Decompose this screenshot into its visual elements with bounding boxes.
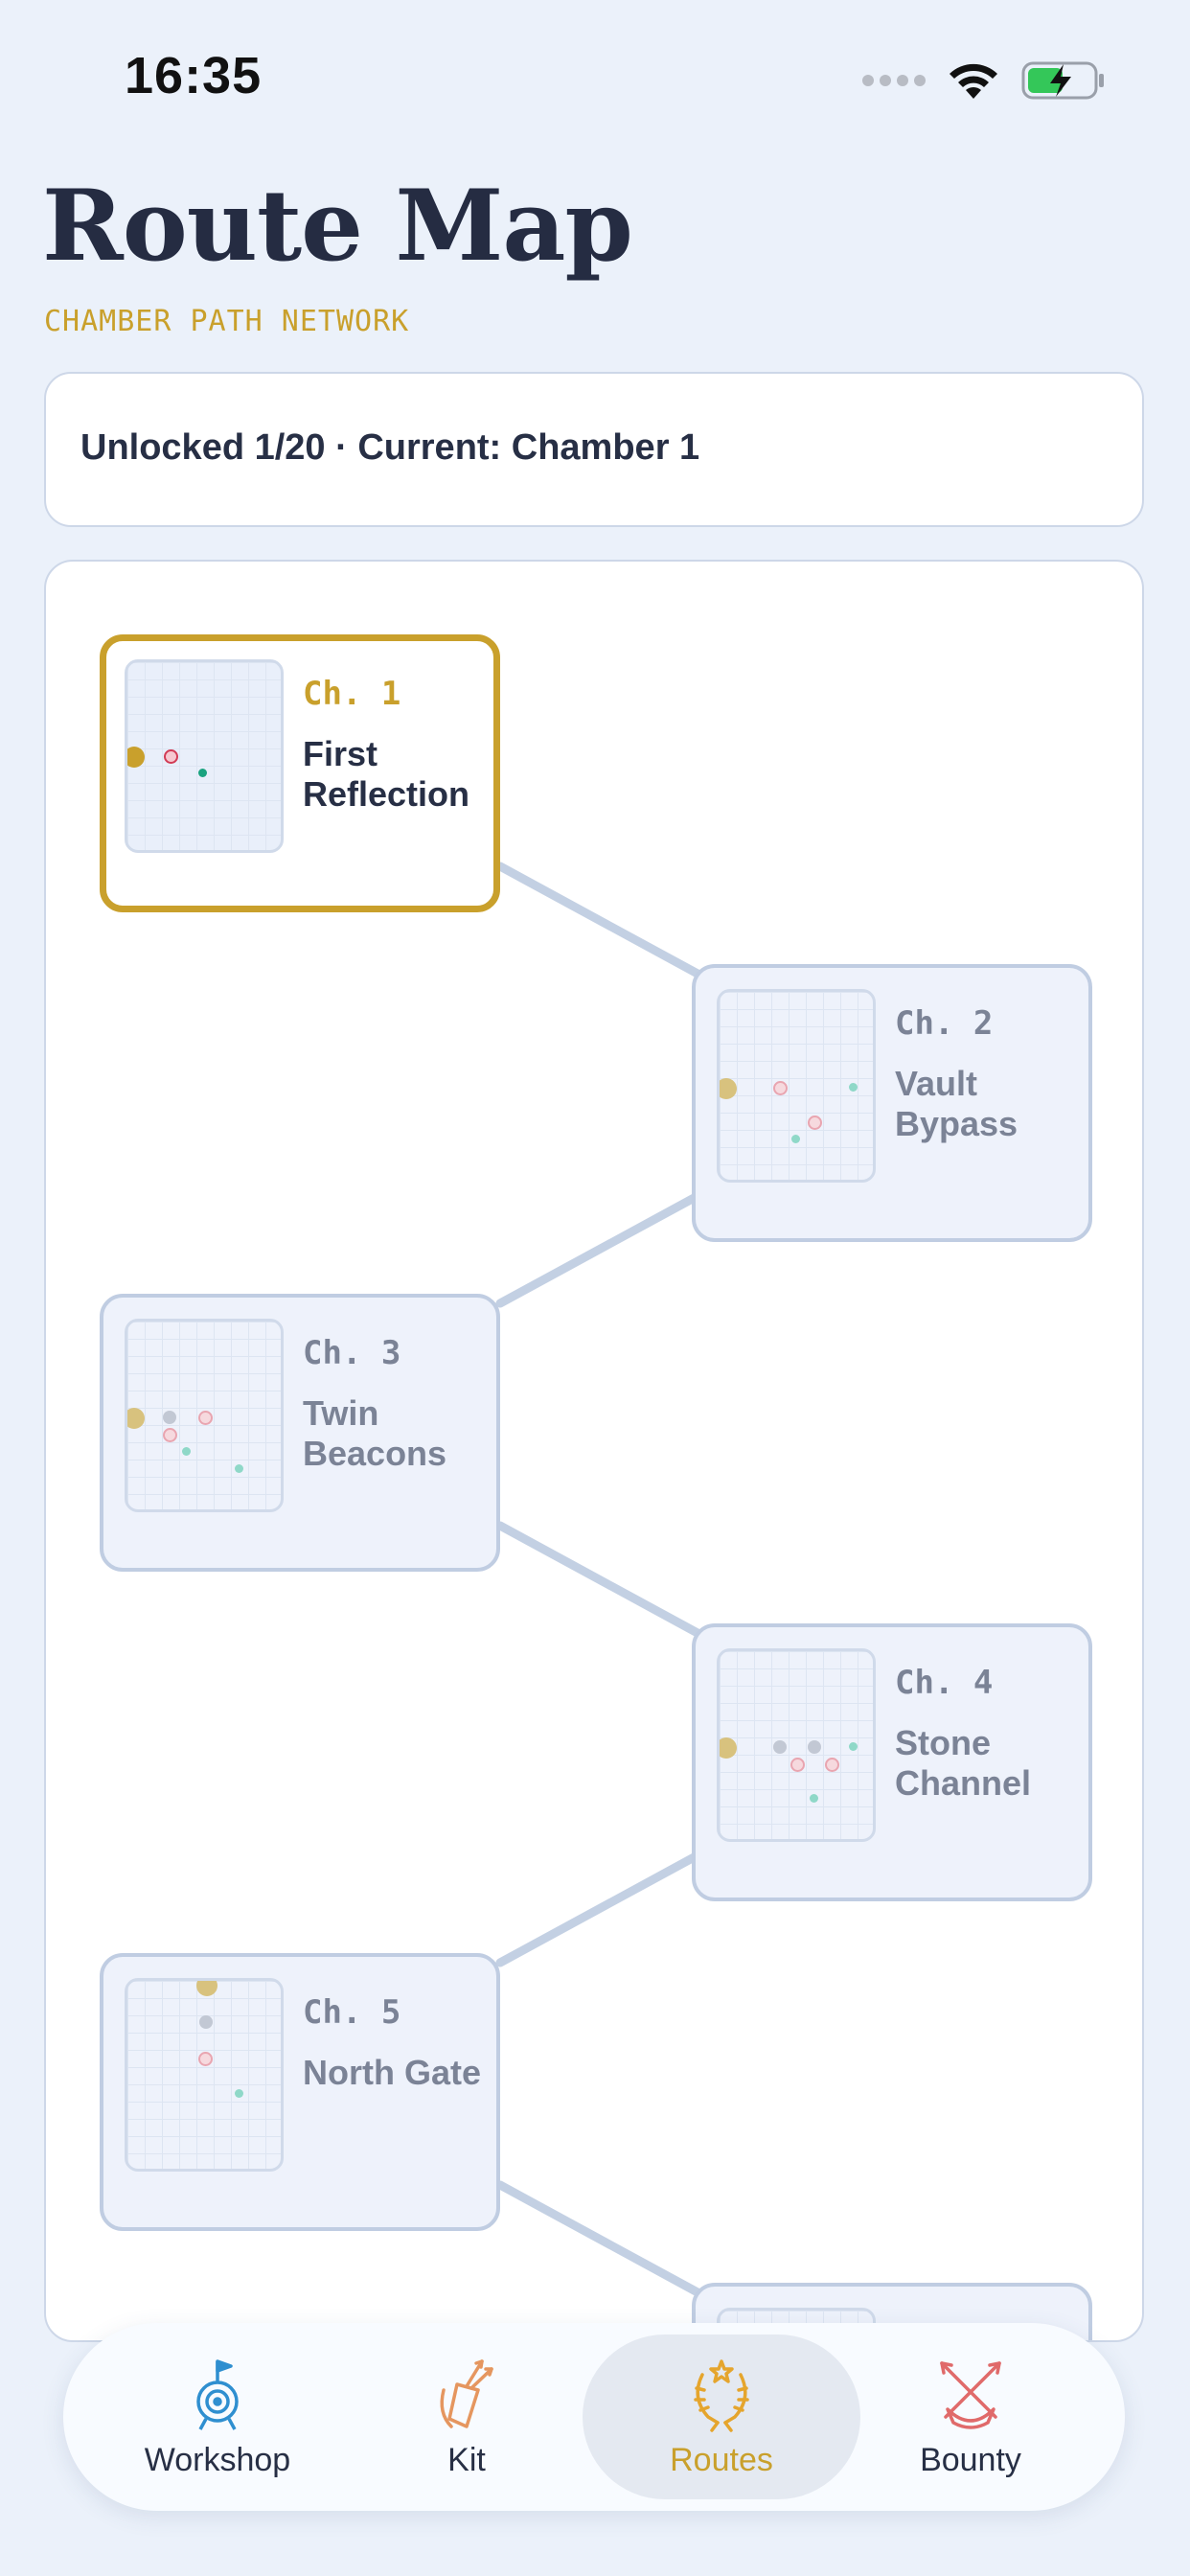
- crossed-arrows-icon: [940, 2361, 1001, 2429]
- battery-charging-icon: [1021, 61, 1104, 100]
- page-title: Route Map: [42, 169, 633, 284]
- tab-label: Routes: [670, 2442, 773, 2478]
- page-subtitle: CHAMBER PATH NETWORK: [44, 305, 410, 338]
- chapter-number: Ch. 2: [895, 1004, 994, 1043]
- route-map-card[interactable]: Ch. 1 First Reflection Ch. 2 Vault Bypas…: [44, 560, 1144, 2342]
- chapter-thumbnail: [717, 1648, 876, 1842]
- chapter-number: Ch. 1: [303, 675, 401, 713]
- chapter-number: Ch. 4: [895, 1664, 994, 1702]
- tab-label: Bounty: [920, 2442, 1021, 2478]
- chapter-card-5[interactable]: Ch. 5 North Gate: [100, 1953, 500, 2231]
- laurel-icon: [694, 2359, 749, 2432]
- chapter-thumbnail: [125, 1319, 284, 1512]
- chapter-card-2[interactable]: Ch. 2 Vault Bypass: [692, 964, 1092, 1242]
- status-time: 16:35: [125, 47, 263, 104]
- tab-bounty[interactable]: Bounty: [832, 2334, 1110, 2499]
- chapter-card-4[interactable]: Ch. 4 Stone Channel: [692, 1623, 1092, 1901]
- chapter-name: Stone Channel: [895, 1723, 1032, 1803]
- chapter-name: First Reflection: [303, 734, 470, 814]
- target-flag-icon: [196, 2359, 239, 2430]
- tab-bar: Workshop Kit Routes: [63, 2323, 1125, 2511]
- chapter-thumbnail: [125, 1978, 284, 2172]
- tab-label: Kit: [447, 2442, 486, 2478]
- quiver-icon: [440, 2359, 493, 2428]
- tab-workshop[interactable]: Workshop: [79, 2334, 356, 2499]
- chapter-thumbnail: [125, 659, 284, 853]
- chapter-card-3[interactable]: Ch. 3 Twin Beacons: [100, 1294, 500, 1572]
- wifi-icon: [950, 63, 997, 99]
- chapter-name: North Gate: [303, 2053, 482, 2092]
- progress-summary-text: Unlocked 1/20 · Current: Chamber 1: [80, 427, 700, 468]
- tab-routes[interactable]: Routes: [583, 2334, 860, 2499]
- chapter-thumbnail: [717, 989, 876, 1183]
- tab-label: Workshop: [144, 2442, 291, 2478]
- chapter-name: Twin Beacons: [303, 1393, 447, 1473]
- route-connectors: [495, 862, 702, 2297]
- chapter-card-1[interactable]: Ch. 1 First Reflection: [100, 634, 500, 912]
- progress-summary-card: Unlocked 1/20 · Current: Chamber 1: [44, 372, 1144, 527]
- status-icons: [862, 54, 1106, 107]
- chapter-number: Ch. 5: [303, 1993, 401, 2032]
- cellular-signal-icon: [862, 75, 926, 86]
- chapter-number: Ch. 3: [303, 1334, 401, 1372]
- tab-kit[interactable]: Kit: [328, 2334, 606, 2499]
- chapter-name: Vault Bypass: [895, 1064, 1018, 1143]
